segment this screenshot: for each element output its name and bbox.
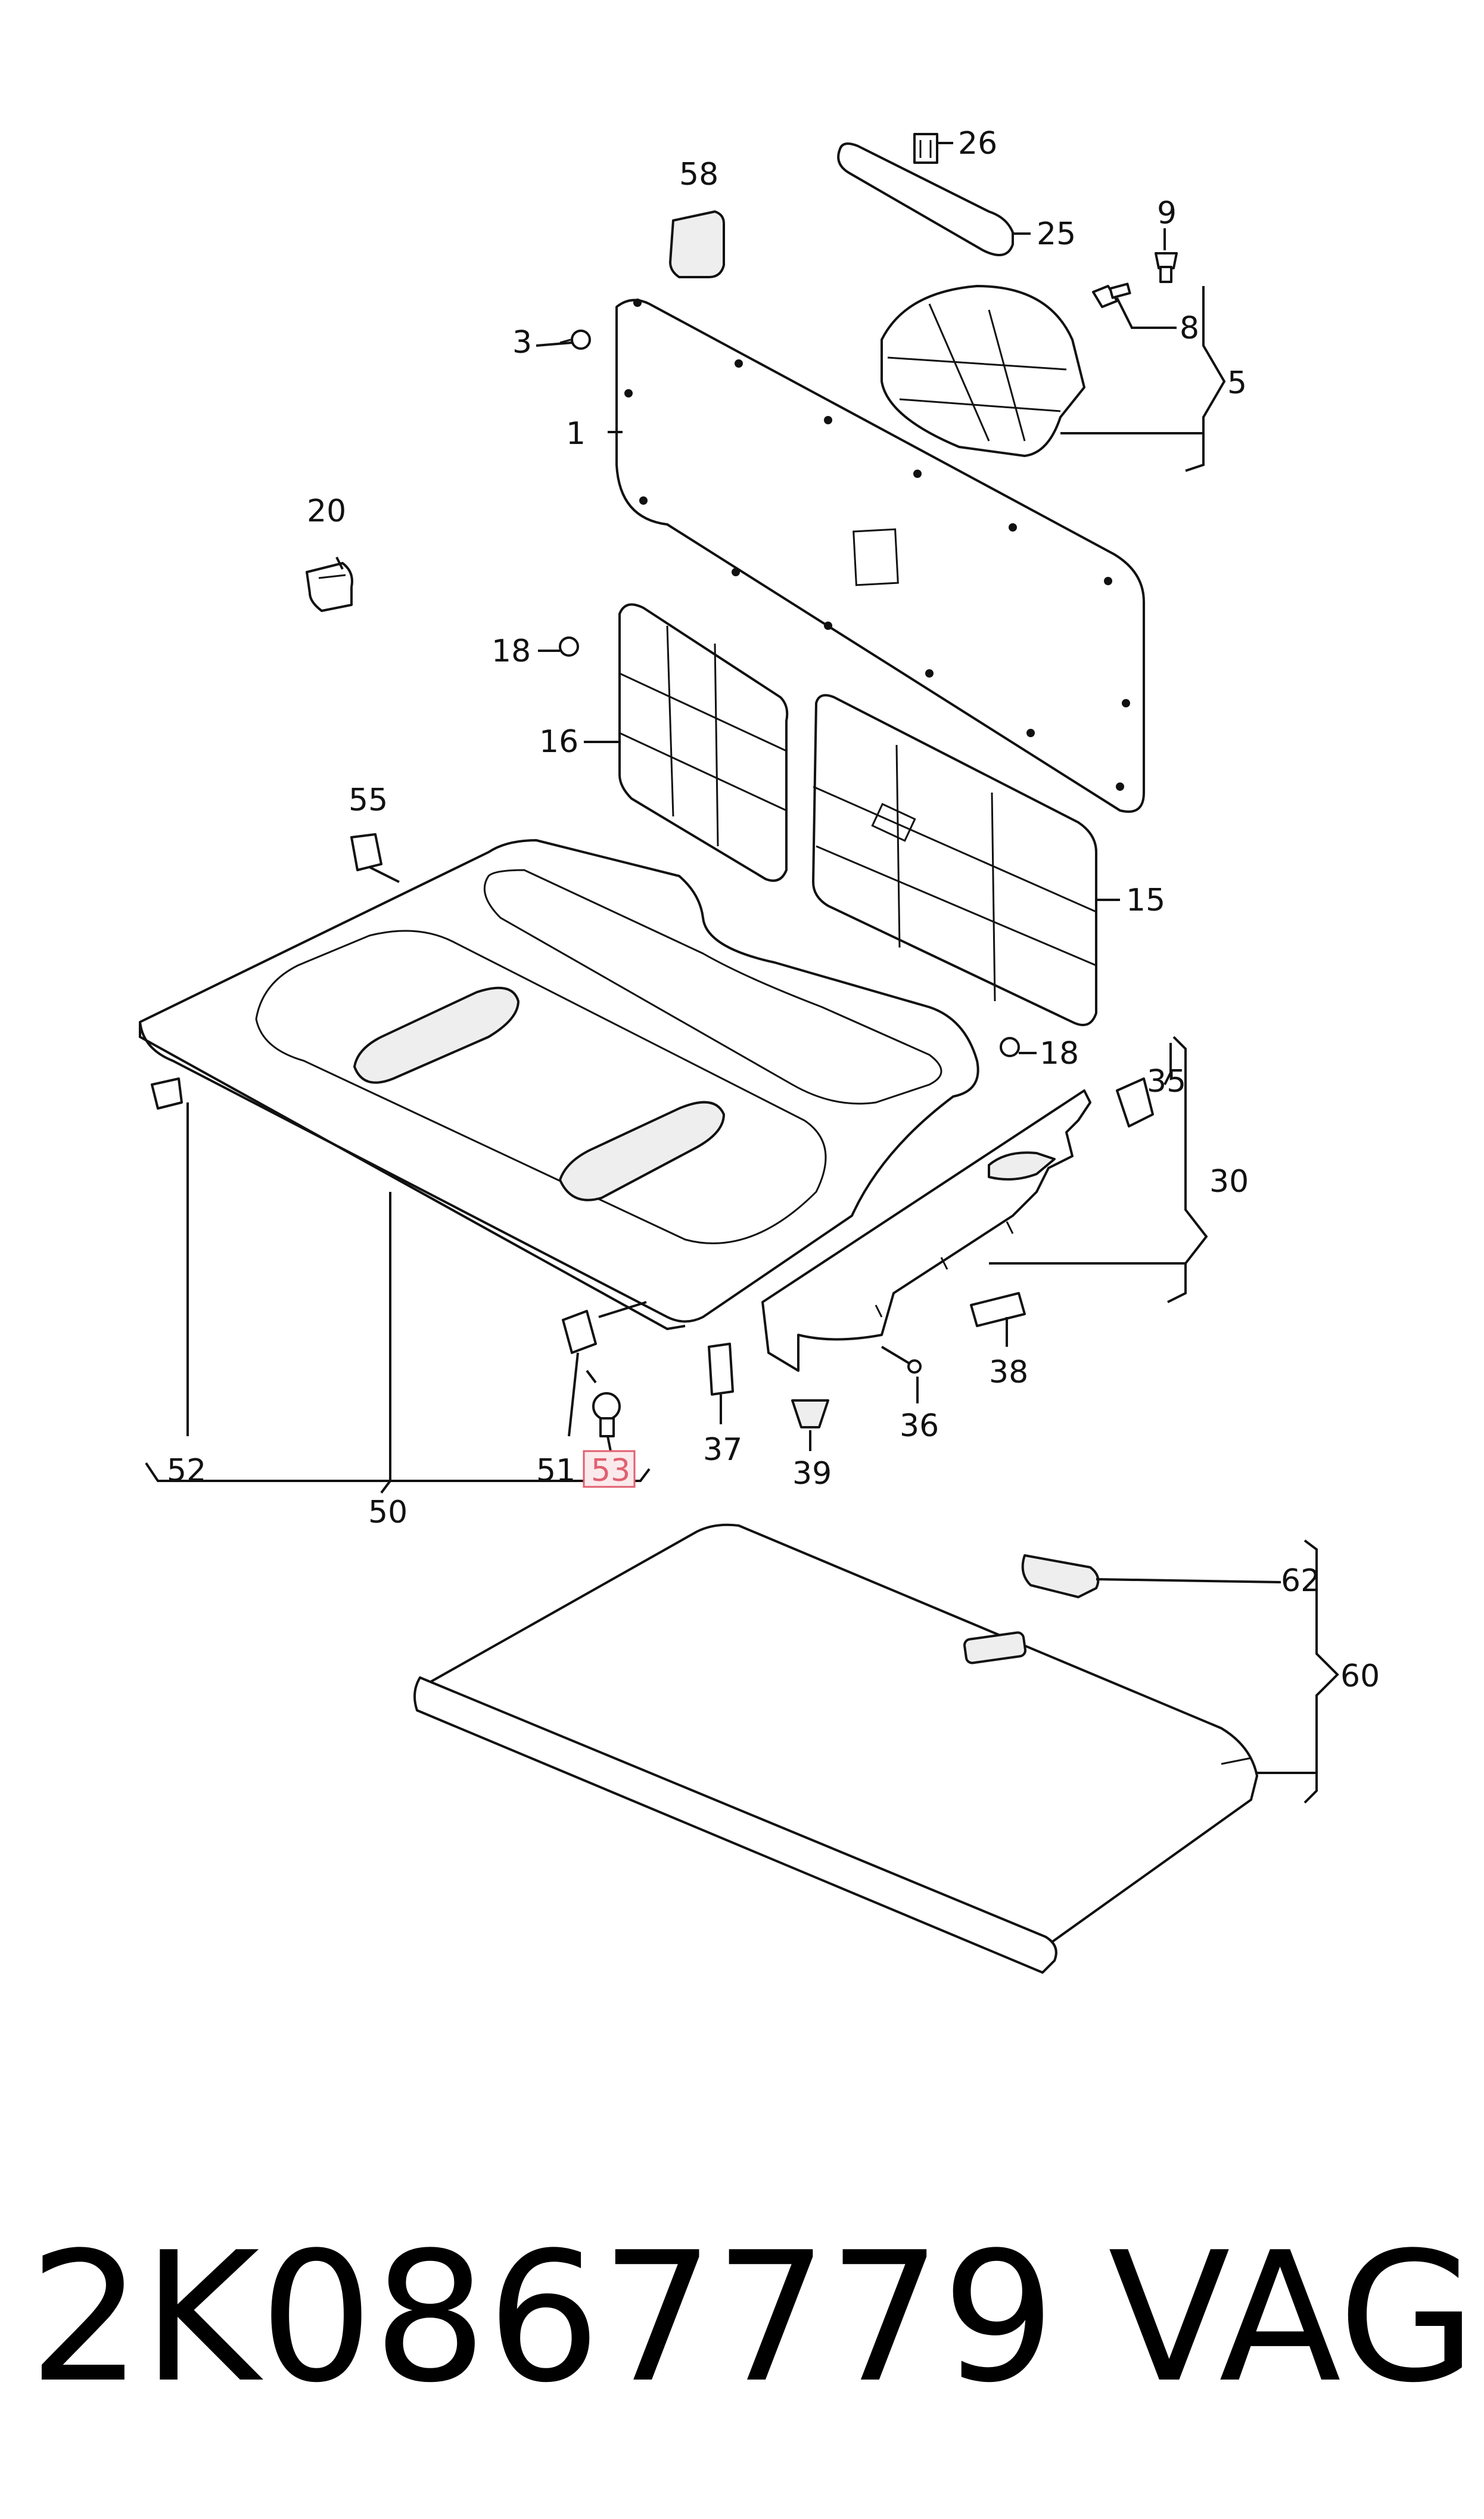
callout-18-lower: 18 xyxy=(1040,1036,1079,1071)
clip-26 xyxy=(913,133,938,164)
callout-8: 8 xyxy=(1180,310,1199,346)
callout-62: 62 xyxy=(1281,1563,1320,1599)
handle-62 xyxy=(1021,1554,1100,1598)
callout-58: 58 xyxy=(679,157,718,192)
highlight-box xyxy=(583,1450,636,1488)
callout-15: 15 xyxy=(1126,883,1165,918)
trim-panel-15 xyxy=(812,694,1097,1026)
bracket-20 xyxy=(306,562,353,612)
callout-52: 52 xyxy=(167,1453,206,1489)
clip-18-upper xyxy=(559,636,579,657)
trim-panel-16 xyxy=(618,603,789,882)
fastener-9 xyxy=(1155,252,1178,283)
callout-51: 51 xyxy=(536,1453,575,1489)
callout-38: 38 xyxy=(989,1355,1028,1390)
clip-51 xyxy=(562,1310,597,1354)
callout-25: 25 xyxy=(1037,216,1076,252)
screw-8 xyxy=(1092,282,1131,308)
callout-30: 30 xyxy=(1209,1164,1249,1200)
clip-52 xyxy=(151,1077,183,1110)
screw-36 xyxy=(881,1346,922,1374)
callout-3: 3 xyxy=(512,325,532,361)
cap-58 xyxy=(669,210,725,278)
callout-37: 37 xyxy=(703,1432,742,1468)
callout-labels: 26 58 25 9 8 5 3 1 20 18 16 15 55 18 35 … xyxy=(167,126,1380,1694)
callout-1: 1 xyxy=(566,416,586,452)
clip-38 xyxy=(970,1292,1026,1327)
brand-label: VAG xyxy=(1108,2214,1477,2422)
clip-37 xyxy=(708,1343,734,1396)
callout-39: 39 xyxy=(792,1456,832,1492)
grommet-39 xyxy=(791,1399,829,1428)
callout-53: 53 xyxy=(591,1453,630,1489)
clip-55 xyxy=(350,833,382,871)
callout-50: 50 xyxy=(368,1495,407,1530)
callout-26: 26 xyxy=(958,126,997,161)
callout-55: 55 xyxy=(349,782,388,818)
pin-53 xyxy=(592,1392,621,1437)
grab-handle xyxy=(837,142,1014,256)
rear-wall-panel xyxy=(615,299,1145,813)
clip-3 xyxy=(559,330,591,350)
bracket-35 xyxy=(1116,1077,1154,1128)
callout-9: 9 xyxy=(1157,195,1177,231)
part-number: 2K0867779 xyxy=(29,2214,1056,2422)
luggage-cover-60 xyxy=(413,1523,1258,1974)
callout-18-upper: 18 xyxy=(491,633,531,669)
head-restraint xyxy=(881,285,1085,457)
clip-18-lower xyxy=(1000,1037,1020,1057)
callout-35: 35 xyxy=(1147,1064,1186,1099)
callout-36: 36 xyxy=(900,1408,939,1444)
parcel-shelf-50 xyxy=(139,839,979,1331)
leader-lines xyxy=(145,142,1339,1804)
callout-16: 16 xyxy=(539,724,578,760)
callout-5: 5 xyxy=(1227,365,1247,401)
callout-60: 60 xyxy=(1340,1658,1380,1694)
callout-20: 20 xyxy=(307,493,346,529)
footer: 2K0867779 VAG xyxy=(0,2205,1484,2455)
side-trim-30 xyxy=(761,1089,1091,1372)
